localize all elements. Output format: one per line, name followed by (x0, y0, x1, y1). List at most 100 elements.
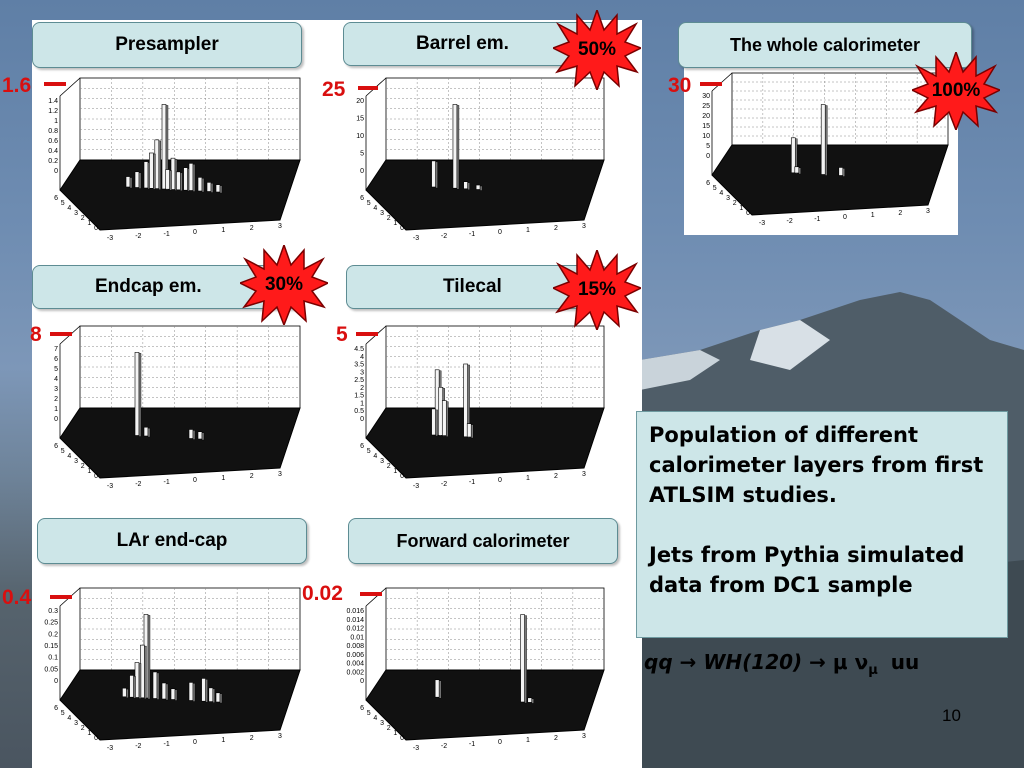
front-tick-label: 0 (193, 477, 197, 484)
formula-uu: uu (890, 650, 920, 674)
lego-bar (466, 423, 474, 439)
lego-bar (790, 137, 798, 174)
depth-tick-label: 6 (706, 180, 710, 187)
front-tick-label: -2 (135, 743, 141, 750)
y-tick-label: 5 (54, 366, 58, 373)
depth-tick-label: 2 (733, 200, 737, 207)
y-tick-label: 1.5 (354, 393, 364, 400)
depth-tick-label: 0 (94, 225, 98, 232)
y-tick-label: 0.006 (346, 652, 364, 659)
front-tick-label: 1 (221, 475, 225, 482)
formula-arrow-2: → (809, 650, 826, 674)
front-tick-label: -1 (164, 231, 170, 238)
y-tick-label: 0.012 (346, 626, 364, 633)
y-tick-label: 0 (360, 416, 364, 423)
title-presampler: Presampler (32, 22, 302, 68)
front-tick-label: 0 (498, 477, 502, 484)
front-tick-label: -3 (413, 745, 419, 752)
y-tick-label: 0.4 (48, 148, 58, 155)
lego-bar (527, 697, 534, 704)
depth-tick-label: 3 (726, 195, 730, 202)
front-tick-label: 2 (250, 473, 254, 480)
lego-bar (161, 104, 169, 191)
max-tick-endcap (50, 332, 72, 336)
max-label-forward: 0.02 (302, 582, 343, 605)
front-tick-label: -1 (469, 479, 475, 486)
badge-barrel-label: 50% (577, 39, 617, 60)
depth-tick-label: 4 (67, 453, 71, 460)
badge-endcap: 30% (238, 242, 330, 328)
lego-bar (431, 160, 438, 189)
formula-qq: qq (644, 650, 673, 674)
front-tick-label: -3 (107, 235, 113, 242)
depth-tick-label: 1 (393, 220, 397, 227)
depth-tick-label: 1 (393, 730, 397, 737)
y-tick-label: 0.2 (48, 158, 58, 165)
y-tick-label: 0.2 (48, 631, 58, 638)
y-tick-label: 3.5 (354, 362, 364, 369)
lego-bar (520, 614, 527, 704)
depth-tick-label: 5 (367, 448, 371, 455)
y-tick-label: 25 (702, 103, 710, 110)
front-tick-label: -2 (441, 481, 447, 488)
lego-bar (170, 688, 178, 701)
y-tick-label: 3 (360, 369, 364, 376)
title-forward: Forward calorimeter (348, 518, 618, 564)
y-tick-label: 1 (54, 118, 58, 125)
lego-plot-forward: 0.0160.0140.0120.010.0080.0060.0040.0020… (346, 587, 605, 752)
y-tick-label: 0.016 (346, 608, 364, 615)
info-text-1: Population of different calorimeter laye… (649, 423, 984, 507)
y-tick-label: 0 (706, 153, 710, 160)
front-tick-label: 3 (278, 733, 282, 740)
lego-bar (215, 692, 223, 704)
max-label-lar: 0.4 (2, 586, 32, 609)
depth-tick-label: 0 (94, 735, 98, 742)
lego-bar (143, 426, 151, 438)
y-tick-label: 3 (54, 386, 58, 393)
lego-bar (208, 687, 216, 703)
depth-tick-label: 0 (400, 225, 404, 232)
depth-tick-label: 1 (393, 468, 397, 475)
depth-tick-label: 6 (54, 195, 58, 202)
formula-nu: ν (854, 650, 869, 674)
lego-bar (129, 675, 136, 699)
badge-whole-label: 100% (931, 80, 981, 101)
front-tick-label: 3 (278, 471, 282, 478)
depth-tick-label: 2 (81, 215, 85, 222)
y-tick-label: 0 (54, 168, 58, 175)
y-tick-label: 0 (360, 678, 364, 685)
lego-bar (463, 181, 470, 190)
depth-tick-label: 1 (87, 220, 91, 227)
formula-mu: μ (832, 650, 848, 674)
title-barrel-text: Barrel em. (416, 33, 509, 54)
depth-tick-label: 3 (74, 458, 78, 465)
depth-tick-label: 4 (373, 205, 377, 212)
depth-tick-label: 3 (74, 210, 78, 217)
front-tick-label: -2 (787, 218, 793, 225)
front-tick-label: 1 (221, 737, 225, 744)
y-tick-label: 1.4 (48, 98, 58, 105)
front-tick-label: 2 (554, 473, 558, 480)
lego-bar (140, 644, 147, 700)
lego-bar (134, 352, 142, 437)
y-tick-label: 10 (356, 133, 364, 140)
badge-barrel: 50% (551, 7, 643, 93)
front-tick-label: -1 (814, 216, 820, 223)
depth-tick-label: 4 (373, 715, 377, 722)
front-tick-label: 3 (582, 223, 586, 230)
front-tick-label: 0 (498, 229, 502, 236)
title-whole: The whole calorimeter (678, 22, 972, 68)
depth-tick-label: 3 (380, 720, 384, 727)
front-tick-label: -1 (164, 479, 170, 486)
front-tick-label: 2 (898, 210, 902, 217)
depth-tick-label: 2 (387, 725, 391, 732)
depth-tick-label: 4 (373, 453, 377, 460)
y-tick-label: 0.008 (346, 643, 364, 650)
depth-tick-label: 0 (400, 473, 404, 480)
lego-bar (794, 166, 802, 175)
front-tick-label: -2 (441, 743, 447, 750)
